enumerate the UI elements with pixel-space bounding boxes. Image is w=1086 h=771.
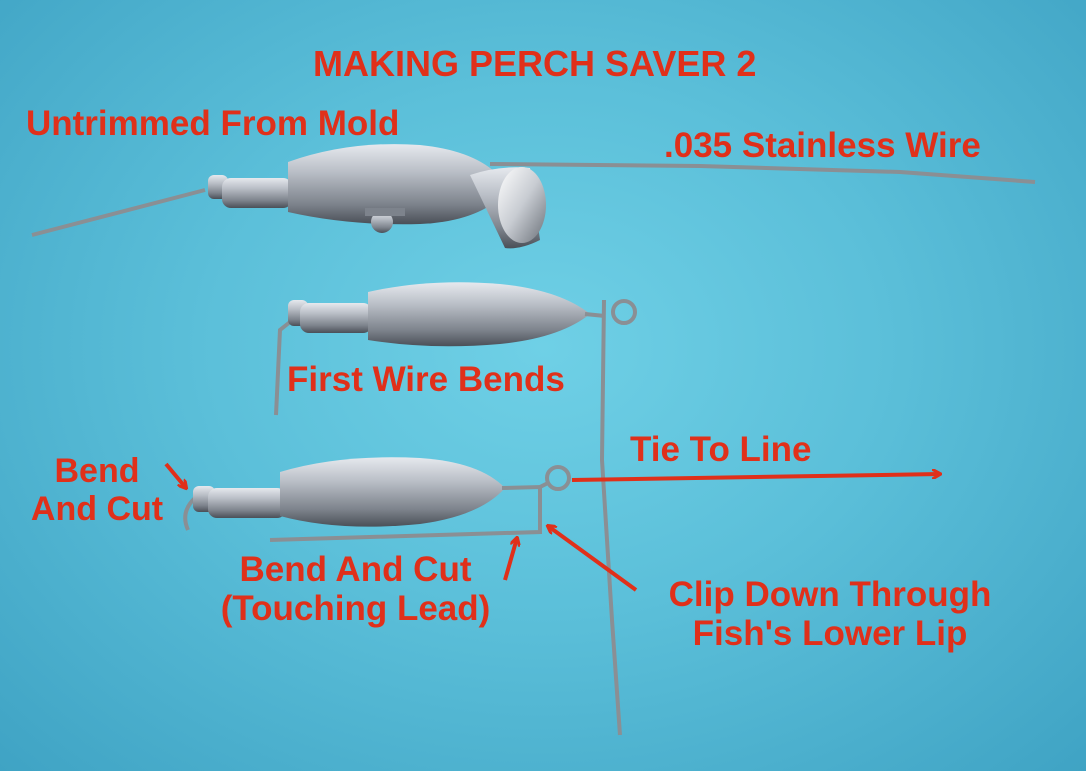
bend-cut-label-2-line1: Bend And Cut: [239, 550, 472, 589]
first-bends-label: First Wire Bends: [287, 360, 565, 399]
wire-label: .035 Stainless Wire: [664, 126, 981, 165]
tie-arrow: [571, 474, 940, 482]
bend-cut-label-1: Bend And Cut: [22, 452, 172, 528]
bend-cut-label-2-line2: (Touching Lead): [220, 589, 491, 629]
clip-label: Clip Down Through Fish's Lower Lip: [650, 575, 1010, 653]
bend-cut-label-2: Bend And Cut (Touching Lead): [203, 550, 508, 628]
bend-cut-arrow-2: [503, 538, 517, 581]
bend-cut-arrow-1: [164, 462, 186, 488]
finished-jig: [183, 457, 571, 542]
stainless-wire: [489, 162, 1036, 184]
clip-label-line1: Clip Down Through: [668, 575, 992, 614]
page-title: MAKING PERCH SAVER 2: [313, 43, 757, 84]
tie-to-line-label: Tie To Line: [630, 430, 812, 469]
bend-cut-label-1-line1: Bend: [54, 452, 140, 490]
clip-arrow: [548, 526, 638, 592]
first-bend-jig: [274, 282, 637, 736]
bend-cut-label-1-line2: And Cut: [30, 490, 164, 529]
untrimmed-label: Untrimmed From Mold: [26, 104, 400, 143]
clip-label-line2: Fish's Lower Lip: [692, 614, 968, 654]
untrimmed-jig: [31, 144, 546, 249]
